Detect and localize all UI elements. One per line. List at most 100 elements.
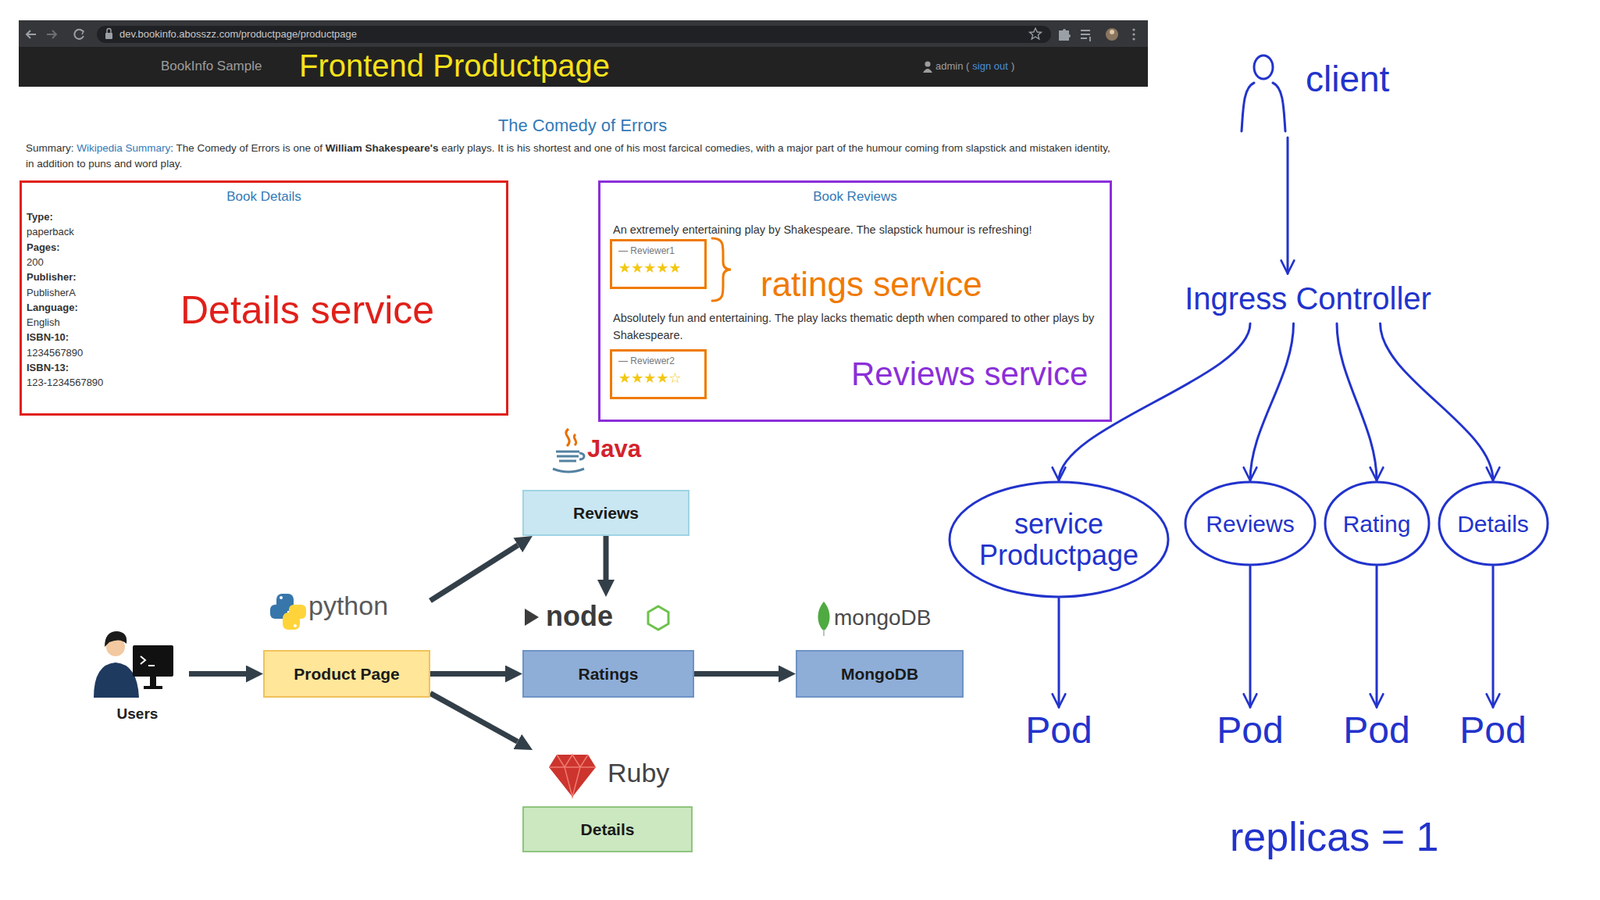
browser-chrome (1132, 32, 1135, 36)
bracket (712, 238, 731, 301)
logo-wordmark: python (308, 590, 389, 621)
field-value: 1234567890 (26, 346, 83, 360)
field-name: Language: (26, 301, 79, 314)
ingress-controller: Ingress Controller (1163, 273, 1453, 324)
users-icon (149, 676, 157, 686)
field-value: 123-1234567890 (26, 376, 104, 389)
reviewer-box: — Reviewer2★★★★☆ (609, 349, 707, 400)
browser-chrome (105, 32, 113, 40)
nodejs-logo (524, 608, 539, 626)
field-name: Type: (26, 210, 54, 224)
python-logo (288, 604, 307, 619)
star-rating: ★★★★★ (618, 259, 699, 277)
handwritten-label: Pod (1025, 707, 1092, 753)
ellipse-outline (1185, 481, 1315, 565)
summary-text: Summary: (25, 142, 75, 154)
box-label: Details (580, 819, 635, 839)
handwritten-label: Ingress Controller (1184, 279, 1432, 318)
pod-label: Pod (1335, 706, 1419, 754)
user-link: ) (1011, 60, 1015, 73)
handwritten-label: Pod (1343, 707, 1410, 753)
service-ellipse: Reviews (1183, 480, 1317, 567)
client-icon (1254, 55, 1273, 79)
annotation: replicas = 1 (1229, 816, 1439, 857)
client-icon (1241, 55, 1286, 132)
ellipse-label: service Productpage (979, 508, 1139, 571)
browser-chrome (74, 29, 84, 40)
ellipse-label: Details (1457, 510, 1529, 537)
java-logo (566, 428, 577, 446)
users-icon (93, 662, 139, 698)
ellipse-label: Rating (1343, 510, 1412, 537)
browser-chrome (1080, 30, 1091, 42)
flow-arrow (430, 545, 518, 601)
handdrawn-arrow (1380, 323, 1494, 481)
browser-chrome (18, 46, 1148, 87)
browser-chrome (80, 29, 84, 35)
service-box: Product Page (263, 649, 431, 698)
users-icon (132, 644, 174, 677)
field-name: ISBN-13: (26, 361, 69, 375)
summary-paragraph: Summary:Wikipedia Summary: The Comedy of… (25, 140, 1112, 172)
users-figure: Users (85, 620, 189, 731)
field-value: 200 (26, 256, 44, 269)
panel-heading: Book Reviews (600, 188, 1110, 205)
field-value: paperback (26, 225, 75, 239)
reviewer-box: — Reviewer1★★★★★ (609, 238, 707, 289)
flow-arrow (430, 670, 506, 677)
ruby-gem (548, 754, 596, 797)
flow-arrow (188, 670, 246, 677)
service-box: nodeRatings (522, 596, 695, 698)
flow-arrow (603, 535, 610, 580)
figure-label: Users (85, 705, 189, 724)
browser-chrome (1105, 28, 1119, 41)
handdrawn-arrow (1375, 566, 1379, 707)
handdrawn-arrow (1058, 598, 1061, 707)
box-label: Product Page (293, 663, 400, 684)
bracket (712, 238, 731, 301)
ellipse-outline (1325, 481, 1429, 565)
browser-chrome (1132, 37, 1135, 40)
pod-label: Pod (1451, 706, 1535, 754)
field-name: Publisher: (26, 270, 77, 284)
java-logo (552, 451, 585, 472)
service-box: Reviews (522, 489, 690, 536)
browser-chrome (922, 68, 933, 73)
annotation: ratings service (760, 267, 983, 302)
service-ellipse: Details (1437, 480, 1550, 567)
browser-chrome (18, 20, 1148, 47)
service-ellipse: service Productpage (947, 480, 1170, 599)
browser-chrome (18, 20, 1148, 87)
users-icon (93, 630, 174, 698)
service-box: RubyDetails (522, 749, 693, 852)
ellipse-outline (949, 481, 1169, 597)
python-logo (293, 623, 297, 628)
browser-chrome (1132, 28, 1135, 31)
ellipse-label: Reviews (1205, 510, 1294, 537)
mongodb-leaf (823, 629, 825, 636)
summary-text: : The Comedy of Errors is one of (170, 142, 323, 154)
logo-wordmark: node (545, 599, 613, 632)
nodejs-logo (648, 605, 669, 630)
users-icon (104, 630, 127, 647)
box-label: Reviews (573, 502, 639, 523)
users-icon (143, 685, 163, 689)
user-menu: admin (sign out) (935, 60, 1015, 73)
browser-chrome (1109, 29, 1115, 35)
service-box: Ratings (522, 649, 695, 698)
handdrawn-arrow (1250, 323, 1294, 481)
browser-chrome (1058, 28, 1071, 41)
client-icon (1241, 82, 1286, 132)
field-name: ISBN-10: (26, 331, 69, 344)
ruby-gem (548, 754, 596, 797)
service-ellipse: Rating (1323, 480, 1431, 567)
flow-arrow (430, 692, 518, 742)
field-value: PublisherA (26, 286, 76, 300)
summary-text: William Shakespeare's (325, 142, 439, 154)
service-box: pythonProduct Page (263, 587, 431, 698)
logo-wordmark: Ruby (607, 757, 670, 788)
user-link: admin ( (935, 60, 970, 73)
reviewer-name: — Reviewer2 (618, 355, 699, 367)
